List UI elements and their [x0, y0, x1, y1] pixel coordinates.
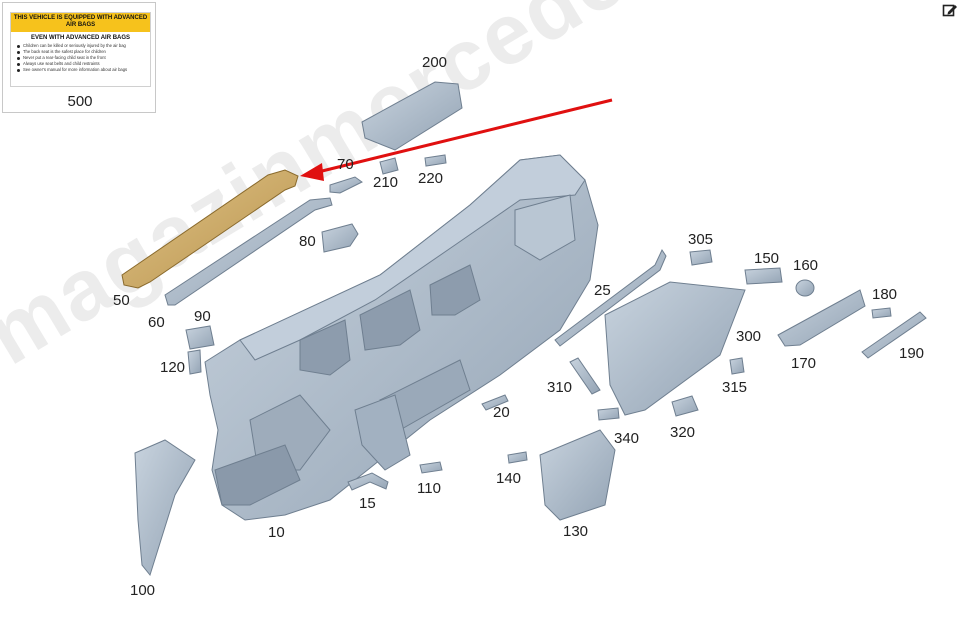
callout-320[interactable]: 320	[670, 424, 696, 441]
part-10-dashboard-carrier[interactable]	[204, 154, 599, 521]
part-220-screw[interactable]	[424, 154, 447, 167]
part-110-screw[interactable]	[419, 461, 443, 474]
part-90-clip[interactable]	[185, 325, 215, 350]
callout-160[interactable]: 160	[793, 257, 819, 274]
callout-50[interactable]: 50	[113, 292, 130, 309]
callout-210[interactable]: 210	[373, 174, 399, 191]
warning-bullet: The back seat is the safest place for ch…	[17, 49, 150, 55]
callout-70[interactable]: 70	[337, 156, 354, 173]
callout-305[interactable]: 305	[688, 231, 714, 248]
part-80-cover[interactable]	[321, 223, 359, 253]
callout-190[interactable]: 190	[899, 345, 925, 362]
part-120-screw[interactable]	[187, 349, 202, 375]
part-315-clip[interactable]	[729, 357, 745, 375]
callout-180[interactable]: 180	[872, 286, 898, 303]
callout-10[interactable]: 10	[268, 524, 285, 541]
callout-500[interactable]: 500	[67, 93, 93, 110]
edit-icon[interactable]	[942, 2, 958, 18]
part-170-handle[interactable]	[777, 289, 866, 347]
part-310-damper[interactable]	[569, 357, 601, 395]
callout-25[interactable]: 25	[594, 282, 611, 299]
part-320-latch[interactable]	[671, 395, 699, 417]
callout-15[interactable]: 15	[359, 495, 376, 512]
callout-20[interactable]: 20	[493, 404, 510, 421]
callout-220[interactable]: 220	[418, 170, 444, 187]
part-150-sensor[interactable]	[744, 267, 783, 285]
part-210-clip[interactable]	[379, 157, 399, 175]
warning-bullet: Always use seat belts and child restrain…	[17, 61, 150, 67]
part-25-strip[interactable]	[554, 248, 667, 347]
warning-label: THIS VEHICLE IS EQUIPPED WITH ADVANCED A…	[10, 12, 151, 87]
part-15-bracket[interactable]	[347, 472, 389, 491]
part-20-clip[interactable]	[481, 394, 509, 411]
part-340-screw[interactable]	[597, 407, 620, 421]
warning-label-bullets: Children can be killed or seriously inju…	[11, 43, 150, 73]
part-305-clip[interactable]	[689, 249, 713, 266]
part-190-strip[interactable]	[861, 311, 927, 359]
part-180-screw[interactable]	[871, 307, 892, 319]
callout-340[interactable]: 340	[614, 430, 640, 447]
callout-315[interactable]: 315	[722, 379, 748, 396]
callout-60[interactable]: 60	[148, 314, 165, 331]
part-60-vent-strip[interactable]	[164, 197, 333, 306]
part-140-screw[interactable]	[507, 451, 528, 464]
part-70-sensor[interactable]	[329, 176, 363, 194]
callout-120[interactable]: 120	[160, 359, 186, 376]
callout-170[interactable]: 170	[791, 355, 817, 372]
warning-label-card[interactable]: THIS VEHICLE IS EQUIPPED WITH ADVANCED A…	[2, 2, 156, 113]
callout-100[interactable]: 100	[130, 582, 156, 599]
warning-bullet: See owner's manual for more information …	[17, 67, 150, 73]
callout-80[interactable]: 80	[299, 233, 316, 250]
warning-bullet: Never put a rear-facing child seat in th…	[17, 55, 150, 61]
part-200-airbag-module[interactable]	[361, 81, 463, 151]
part-130-housing[interactable]	[539, 429, 616, 521]
part-50-trim-strip[interactable]	[121, 169, 299, 289]
part-300-glove-box[interactable]	[604, 281, 746, 416]
highlight-arrow	[300, 98, 613, 181]
callout-300[interactable]: 300	[736, 328, 762, 345]
callout-110[interactable]: 110	[417, 480, 441, 497]
callout-310[interactable]: 310	[547, 379, 573, 396]
callout-200[interactable]: 200	[422, 54, 448, 71]
warning-bullet: Children can be killed or seriously inju…	[17, 43, 150, 49]
callout-150[interactable]: 150	[754, 250, 780, 267]
warning-label-subheader: EVEN WITH ADVANCED AIR BAGS	[30, 35, 131, 42]
warning-label-header: THIS VEHICLE IS EQUIPPED WITH ADVANCED A…	[11, 13, 150, 33]
part-100-side-panel[interactable]	[134, 439, 196, 577]
part-160-knob[interactable]	[795, 279, 815, 297]
callout-130[interactable]: 130	[563, 523, 589, 540]
callout-140[interactable]: 140	[496, 470, 522, 487]
callout-90[interactable]: 90	[194, 308, 211, 325]
